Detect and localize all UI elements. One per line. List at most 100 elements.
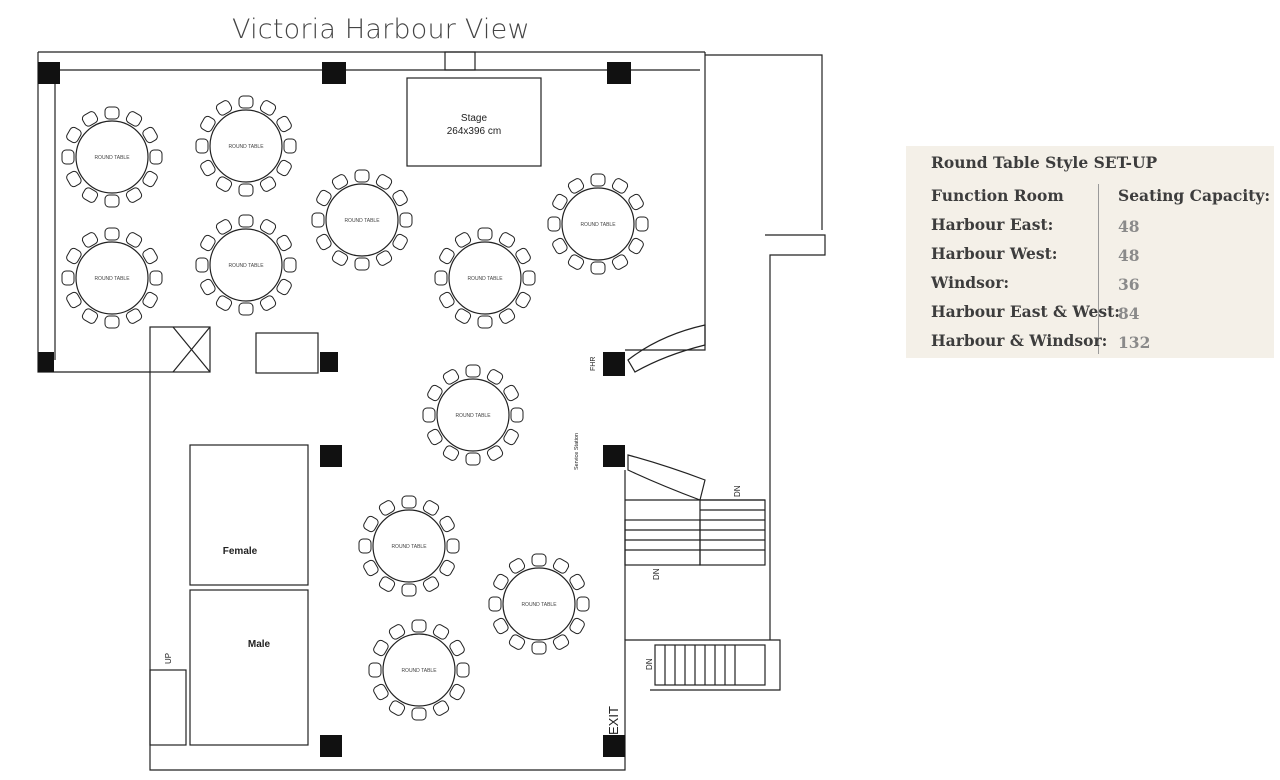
- chair: [104, 106, 120, 120]
- chair: [331, 174, 349, 190]
- chair: [515, 291, 531, 309]
- chair: [590, 261, 606, 275]
- chair: [276, 234, 292, 252]
- chair: [432, 700, 450, 716]
- seating-capacity-header: Seating Capacity:: [1118, 186, 1271, 205]
- chair: [311, 212, 325, 228]
- round-table: ROUND TABLE: [488, 553, 590, 655]
- chair: [401, 583, 417, 597]
- chair: [401, 495, 417, 509]
- table-label: ROUND TABLE: [521, 602, 557, 608]
- round-tables: ROUND TABLE ROUND TABLE ROUND TABLE ROUND T…: [61, 95, 649, 721]
- chair: [66, 170, 82, 188]
- chair: [552, 193, 568, 211]
- chair: [399, 212, 413, 228]
- table-top: [561, 187, 635, 261]
- hall-outer-wall: [37, 52, 781, 771]
- chair: [142, 170, 158, 188]
- chair: [81, 308, 99, 324]
- top-door-frame: [444, 51, 476, 71]
- chair: [547, 216, 561, 232]
- chair: [149, 270, 163, 286]
- room-name: Harbour East & West:: [931, 302, 1121, 321]
- chair: [354, 169, 370, 183]
- chair: [375, 250, 393, 266]
- chair: [569, 617, 585, 635]
- stairs-east: [624, 499, 766, 686]
- chair: [442, 369, 460, 385]
- chair: [276, 159, 292, 177]
- chair: [442, 445, 460, 461]
- round-table: ROUND TABLE: [434, 227, 536, 329]
- table-top: [209, 109, 283, 183]
- chair: [215, 176, 233, 192]
- chair: [61, 149, 75, 165]
- capacity-row: Harbour East & West: 84: [906, 302, 1274, 330]
- chair: [331, 250, 349, 266]
- chair: [125, 232, 143, 248]
- chair: [104, 315, 120, 329]
- stair-up: [149, 669, 187, 746]
- room-name: Harbour & Windsor:: [931, 331, 1108, 350]
- chair: [81, 111, 99, 127]
- chair: [611, 178, 629, 194]
- chair: [66, 291, 82, 309]
- setup-heading: Round Table Style SET-UP: [931, 153, 1158, 172]
- male-room-label: Male: [248, 639, 271, 650]
- chair: [368, 662, 382, 678]
- up-sign: UP: [164, 653, 173, 664]
- chair: [316, 189, 332, 207]
- chair: [465, 452, 481, 466]
- chair: [439, 247, 455, 265]
- chair: [454, 232, 472, 248]
- chair: [363, 559, 379, 577]
- chair: [283, 257, 297, 273]
- table-top: [382, 633, 456, 707]
- right-annex-wall: [705, 54, 823, 230]
- chair: [449, 639, 465, 657]
- chair: [486, 445, 504, 461]
- round-table: ROUND TABLE: [358, 495, 460, 597]
- chair: [411, 707, 427, 721]
- chair: [422, 407, 436, 423]
- table-label: ROUND TABLE: [455, 413, 491, 419]
- capacity-row: Harbour & Windsor: 132: [906, 331, 1274, 359]
- capacity-row: Harbour West: 48: [906, 244, 1274, 272]
- table-top: [75, 120, 149, 194]
- chair: [422, 500, 440, 516]
- chair: [493, 573, 509, 591]
- chair: [576, 596, 590, 612]
- round-table: ROUND TABLE: [368, 619, 470, 721]
- chair: [373, 639, 389, 657]
- chair: [378, 500, 396, 516]
- chair: [104, 194, 120, 208]
- chair: [200, 159, 216, 177]
- chair: [434, 270, 448, 286]
- chair: [259, 176, 277, 192]
- plan-title: Victoria Harbour View: [232, 14, 530, 45]
- room-capacity: 132: [1118, 333, 1151, 352]
- chair: [439, 515, 455, 533]
- room-name: Windsor:: [931, 273, 1010, 292]
- chair: [238, 214, 254, 228]
- chair: [61, 270, 75, 286]
- chair: [104, 227, 120, 241]
- function-room-header: Function Room: [931, 186, 1064, 205]
- round-table: ROUND TABLE: [61, 106, 163, 208]
- chair: [238, 183, 254, 197]
- table-top: [502, 567, 576, 641]
- chair: [569, 573, 585, 591]
- chair: [531, 553, 547, 567]
- chair: [392, 233, 408, 251]
- table-label: ROUND TABLE: [401, 668, 437, 674]
- washroom-block: [189, 444, 309, 586]
- chair: [378, 576, 396, 592]
- chair: [195, 138, 209, 154]
- chair: [552, 558, 570, 574]
- right-wall: [625, 52, 706, 351]
- chair: [142, 247, 158, 265]
- room-name: Harbour East:: [931, 215, 1054, 234]
- room-capacity: 84: [1118, 304, 1140, 323]
- chair: [259, 100, 277, 116]
- table-label: ROUND TABLE: [94, 276, 130, 282]
